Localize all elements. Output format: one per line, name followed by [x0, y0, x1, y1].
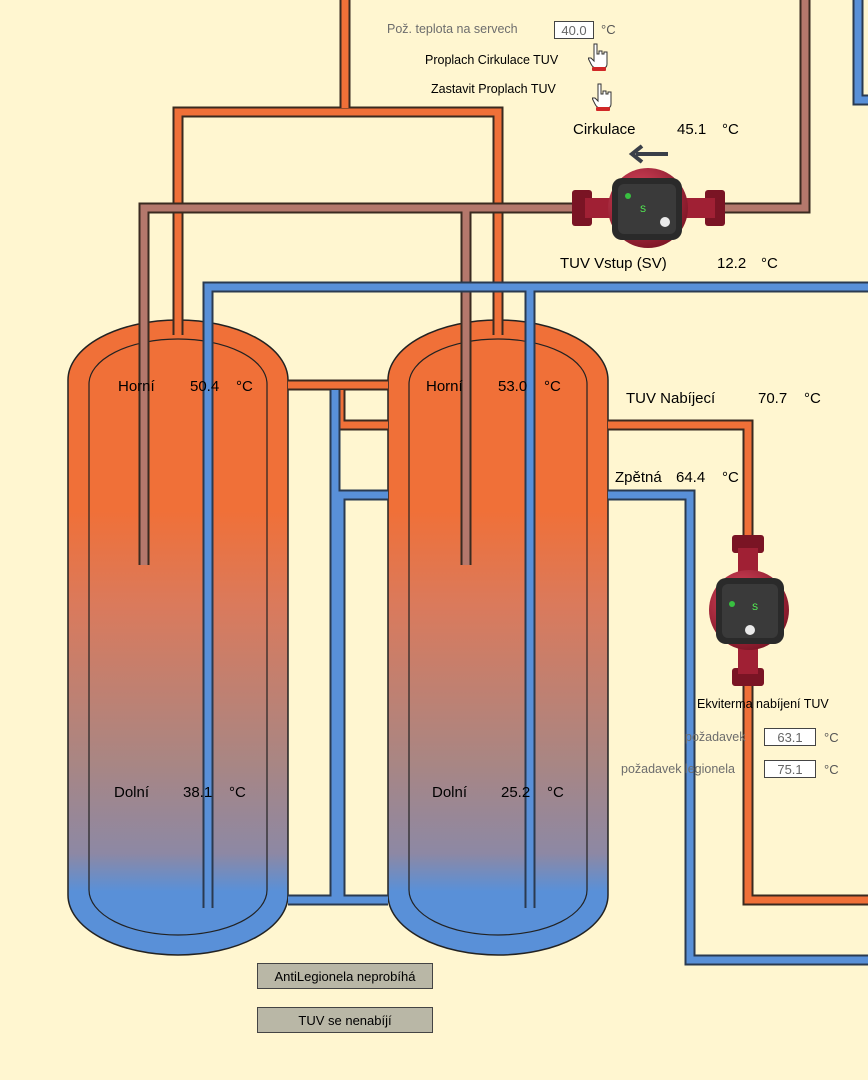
- tank-2: [387, 319, 609, 956]
- equitherm-legionella-label: požadavek legionela: [621, 762, 735, 776]
- tank1-top-unit: °C: [236, 378, 253, 395]
- circulation-pipe: [138, 0, 811, 565]
- inlet-value: 12.2: [717, 255, 747, 272]
- equitherm-request-label: požadavek: [685, 730, 746, 744]
- charging-label: TUV Nabíjecí: [626, 390, 716, 407]
- charging-unit: °C: [804, 390, 821, 407]
- tank2-top-unit: °C: [544, 378, 561, 395]
- tank2-bottom-value: 25.2: [501, 784, 531, 801]
- inlet-label: TUV Vstup (SV): [560, 255, 667, 272]
- tank1-top-label: Horní: [118, 378, 155, 395]
- hand-pointer-icon: [591, 83, 612, 111]
- equitherm-request-unit: °C: [824, 730, 839, 745]
- return-pipe: [608, 489, 868, 966]
- flush-circulation-label: Proplach Cirkulace TUV: [425, 53, 559, 67]
- circulation-value: 45.1: [677, 121, 707, 138]
- flush-circulation-button[interactable]: [587, 42, 610, 71]
- tank2-top-value: 53.0: [498, 378, 528, 395]
- tank2-top-label: Horní: [426, 378, 463, 395]
- hot-supply-pipe: [172, 0, 504, 335]
- tank1-bottom-value: 38.1: [183, 784, 213, 801]
- arrow-left-icon: [628, 144, 668, 164]
- equitherm-legionella-unit: °C: [824, 762, 839, 777]
- tank1-bottom-label: Dolní: [114, 784, 150, 801]
- svg-text:S: S: [752, 602, 758, 612]
- return-value: 64.4: [676, 469, 706, 486]
- svg-text:S: S: [640, 204, 646, 214]
- return-label: Zpětná: [615, 469, 662, 486]
- charging-pump-icon[interactable]: S: [709, 535, 789, 686]
- tank1-top-value: 50.4: [190, 378, 220, 395]
- tank-interconnect-cold: [288, 390, 388, 906]
- inlet-unit: °C: [761, 255, 778, 272]
- charging-value: 70.7: [758, 390, 788, 407]
- return-unit: °C: [722, 469, 739, 486]
- tank1-bottom-unit: °C: [229, 784, 246, 801]
- equitherm-legionella-input[interactable]: 75.1: [764, 760, 816, 778]
- service-temp-input[interactable]: 40.0: [554, 21, 594, 39]
- tank-1: [67, 319, 289, 956]
- charging-status: TUV se nenabíjí: [257, 1007, 433, 1033]
- tank2-bottom-unit: °C: [547, 784, 564, 801]
- stop-flush-label: Zastavit Proplach TUV: [431, 82, 556, 96]
- tank2-bottom-label: Dolní: [432, 784, 468, 801]
- cold-inlet-pipe: [202, 0, 868, 908]
- service-temp-unit: °C: [601, 22, 616, 37]
- equitherm-request-input[interactable]: 63.1: [764, 728, 816, 746]
- charging-pipe: [608, 419, 868, 906]
- stop-flush-button[interactable]: [591, 82, 614, 111]
- antilegionela-status: AntiLegionela neprobíhá: [257, 963, 433, 989]
- circulation-label: Cirkulace: [573, 121, 636, 138]
- service-temp-label: Pož. teplota na servech: [387, 22, 518, 36]
- circulation-pump-icon[interactable]: S: [572, 168, 725, 248]
- circulation-unit: °C: [722, 121, 739, 138]
- hand-pointer-icon: [587, 43, 608, 71]
- equitherm-title: Ekviterma nabíjení TUV: [697, 697, 829, 711]
